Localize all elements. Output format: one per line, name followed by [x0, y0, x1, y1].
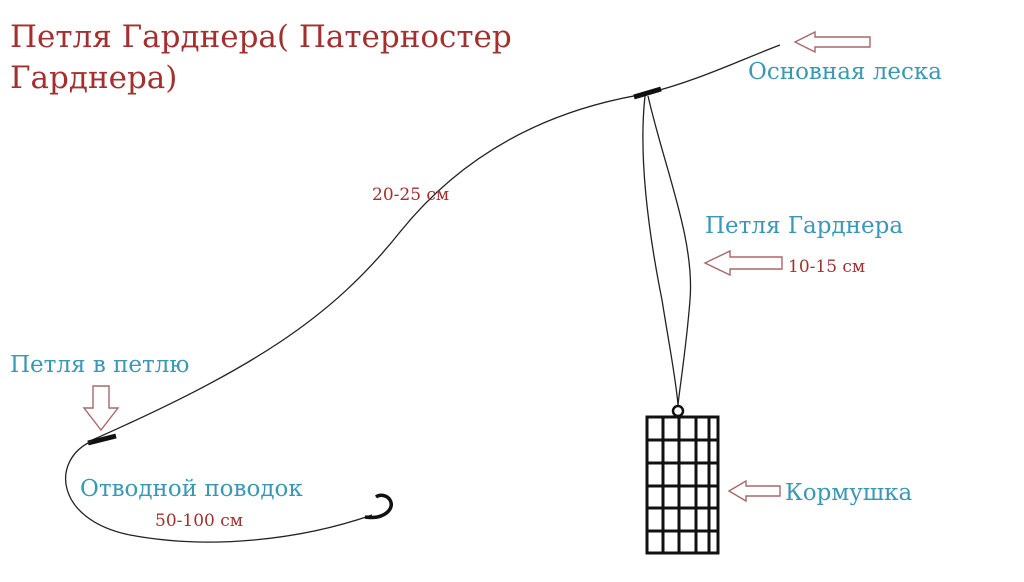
- leader-line: [65, 440, 373, 543]
- label-loop-to-loop: Петля в петлю: [10, 352, 189, 378]
- label-main-line: Основная леска: [748, 59, 942, 85]
- feeder-icon: [645, 404, 720, 555]
- arrow-feeder-icon: [727, 479, 781, 503]
- arrow-main-line-icon: [793, 30, 871, 54]
- main-line: [89, 44, 781, 442]
- label-feeder: Кормушка: [785, 480, 913, 506]
- diagram-title-line2: Гарднера): [10, 60, 177, 96]
- gardner-knot: [633, 86, 662, 100]
- label-length-loop: 10-15 см: [788, 257, 865, 277]
- gardner-loop-left: [642, 95, 679, 406]
- arrow-loop-to-loop-icon: [82, 385, 120, 432]
- loop-to-loop-knot: [87, 433, 117, 446]
- label-gardner-loop: Петля Гарднера: [705, 213, 903, 239]
- gardner-loop-right: [647, 95, 692, 406]
- label-leader: Отводной поводок: [80, 476, 303, 502]
- diagram-title-line1: Петля Гарднера( Патерностер: [10, 19, 512, 55]
- label-length-leader: 50-100 см: [155, 511, 243, 531]
- label-length-main: 20-25 см: [372, 185, 449, 205]
- arrow-gardner-loop-icon: [703, 249, 783, 277]
- hook-icon: [364, 493, 393, 520]
